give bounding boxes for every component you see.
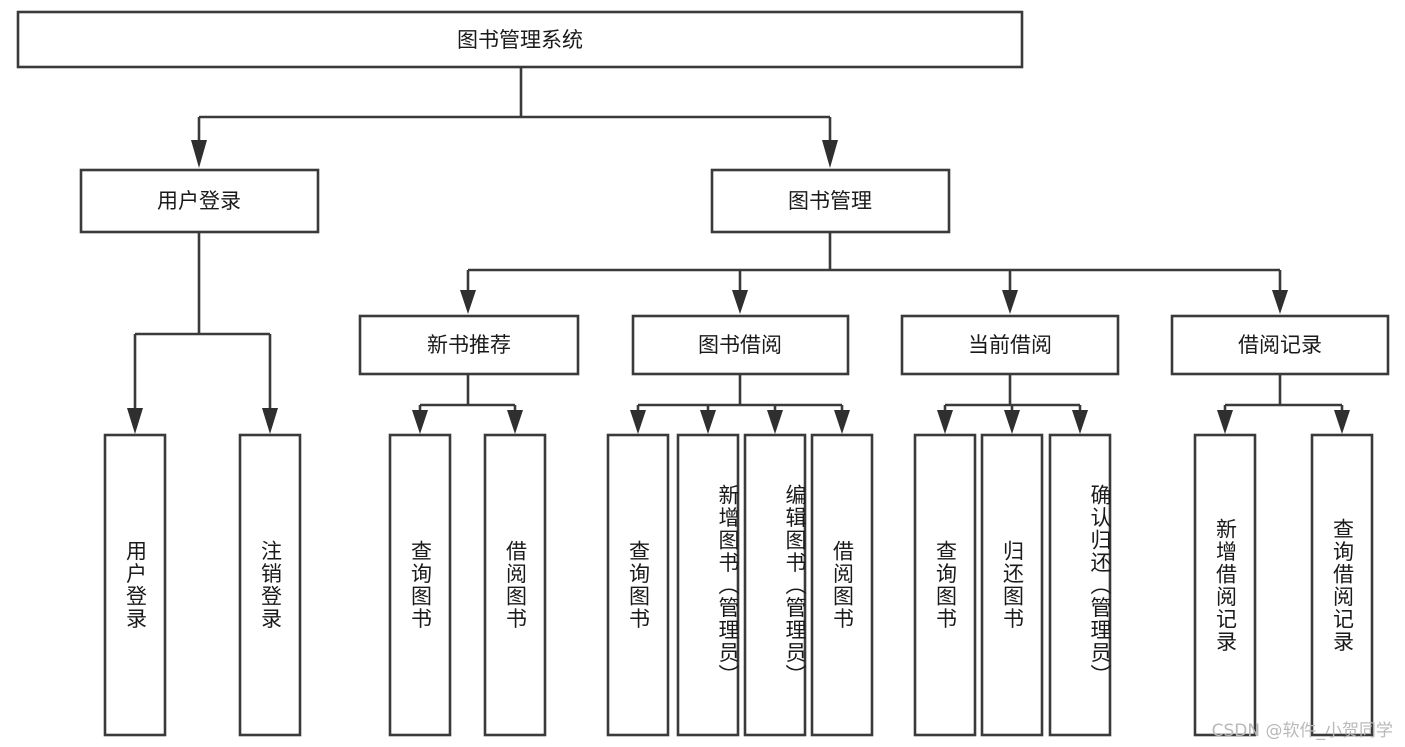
leaf-box-book-borrow-3[interactable] bbox=[743, 433, 807, 737]
connector-group-book-borrow bbox=[630, 375, 850, 434]
connector-group-book-mgmt bbox=[460, 232, 1288, 314]
arrow-head-borrow-record-leaf1 bbox=[1217, 410, 1233, 434]
node-user-login-box[interactable] bbox=[79, 168, 320, 234]
arrow-head-new-book bbox=[460, 290, 476, 314]
arrow-head-new-book-leaf2 bbox=[507, 410, 523, 434]
node-borrow-record-box[interactable] bbox=[1170, 314, 1390, 376]
leaf-box-current-borrow-2[interactable] bbox=[980, 433, 1044, 737]
node-new-book-box[interactable] bbox=[358, 314, 580, 376]
node-current-borrow-box[interactable] bbox=[900, 314, 1120, 376]
arrow-head-book-borrow-leaf1 bbox=[630, 410, 646, 434]
watermark-text: CSDN @软件_小贺同学 bbox=[1211, 721, 1393, 741]
arrow-head-borrow-record bbox=[1272, 290, 1288, 314]
leaf-box-borrow-record-2[interactable] bbox=[1310, 433, 1374, 737]
node-user-login-label: 用户登录 bbox=[157, 189, 241, 213]
arrow-head-borrow-record-leaf2 bbox=[1334, 410, 1350, 434]
leaf-box-user-login-1[interactable] bbox=[103, 433, 167, 737]
arrow-head-book-mgmt bbox=[822, 140, 838, 168]
arrow-head-book-borrow-leaf2 bbox=[700, 410, 716, 434]
node-root-label: 图书管理系统 bbox=[457, 28, 583, 52]
leaf-box-new-book-2[interactable] bbox=[483, 433, 547, 737]
connector-group-borrow-record bbox=[1217, 375, 1350, 434]
leaf-box-book-borrow-2[interactable] bbox=[676, 433, 740, 737]
node-book-borrow-box[interactable] bbox=[631, 314, 850, 376]
connector-group-user-login bbox=[127, 232, 278, 434]
node-current-borrow-label: 当前借阅 bbox=[968, 333, 1052, 357]
leaf-box-borrow-record-1[interactable] bbox=[1193, 433, 1257, 737]
connector-group-root bbox=[191, 67, 838, 168]
arrow-head-user-login bbox=[191, 140, 207, 168]
node-root-box[interactable] bbox=[16, 10, 1024, 69]
node-book-borrow[interactable]: 图书借阅 bbox=[631, 314, 850, 376]
arrow-head-current-borrow-leaf2 bbox=[1004, 410, 1020, 434]
leaf-box-new-book-1[interactable] bbox=[388, 433, 452, 737]
node-book-mgmt[interactable]: 图书管理 bbox=[710, 168, 951, 234]
arrow-head-current-borrow bbox=[1002, 290, 1018, 314]
arrow-head-user-login-leaf1 bbox=[127, 408, 143, 434]
arrow-head-current-borrow-leaf1 bbox=[937, 410, 953, 434]
node-borrow-record-label: 借阅记录 bbox=[1238, 333, 1322, 357]
node-root[interactable]: 图书管理系统 bbox=[16, 10, 1024, 69]
leaf-box-book-borrow-4[interactable] bbox=[810, 433, 874, 737]
leaf-box-current-borrow-1[interactable] bbox=[913, 433, 977, 737]
node-book-borrow-label: 图书借阅 bbox=[698, 333, 782, 357]
leaf-box-current-borrow-3[interactable] bbox=[1048, 433, 1112, 737]
node-borrow-record[interactable]: 借阅记录 bbox=[1170, 314, 1390, 376]
arrow-head-book-borrow-leaf4 bbox=[834, 410, 850, 434]
arrow-head-book-borrow bbox=[732, 290, 748, 314]
node-book-mgmt-box[interactable] bbox=[710, 168, 951, 234]
arrow-head-current-borrow-leaf3 bbox=[1072, 410, 1088, 434]
arrow-head-book-borrow-leaf3 bbox=[767, 410, 783, 434]
node-new-book-label: 新书推荐 bbox=[427, 333, 511, 357]
node-current-borrow[interactable]: 当前借阅 bbox=[900, 314, 1120, 376]
arrow-head-new-book-leaf1 bbox=[412, 410, 428, 434]
leaf-box-book-borrow-1[interactable] bbox=[606, 433, 670, 737]
node-new-book[interactable]: 新书推荐 bbox=[358, 314, 580, 376]
connector-group-new-book bbox=[412, 375, 523, 434]
arrow-head-user-login-leaf2 bbox=[262, 408, 278, 434]
node-book-mgmt-label: 图书管理 bbox=[788, 189, 872, 213]
node-user-login[interactable]: 用户登录 bbox=[79, 168, 320, 234]
connector-group-current-borrow bbox=[937, 375, 1088, 434]
leaf-box-user-login-2[interactable] bbox=[238, 433, 302, 737]
